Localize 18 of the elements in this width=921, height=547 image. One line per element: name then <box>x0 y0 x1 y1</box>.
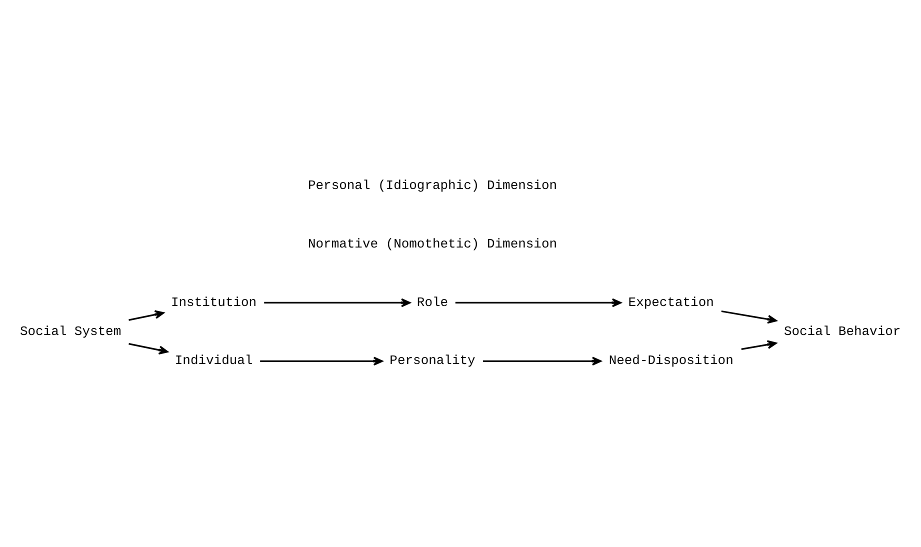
node-text: Individual <box>174 353 253 368</box>
arrow <box>264 298 411 308</box>
arrow <box>260 356 383 366</box>
label: Personal (Idiographic) Dimension <box>308 178 558 193</box>
label: Normative (Nomothetic) Dimension <box>308 236 558 252</box>
node-text: Personality <box>390 353 476 368</box>
arrow <box>455 298 622 308</box>
arrow <box>128 342 168 354</box>
node-text: Expectation <box>628 294 714 310</box>
node-text: Need-Disposition <box>608 353 734 368</box>
arrow <box>483 356 602 366</box>
arrow <box>721 310 777 324</box>
node-text: Social Behavior <box>784 324 901 340</box>
node-text: Role <box>416 294 448 310</box>
node-text: Institution <box>170 294 257 310</box>
node-text: Social System <box>20 324 122 340</box>
arrow <box>741 340 777 350</box>
arrow <box>128 310 164 321</box>
